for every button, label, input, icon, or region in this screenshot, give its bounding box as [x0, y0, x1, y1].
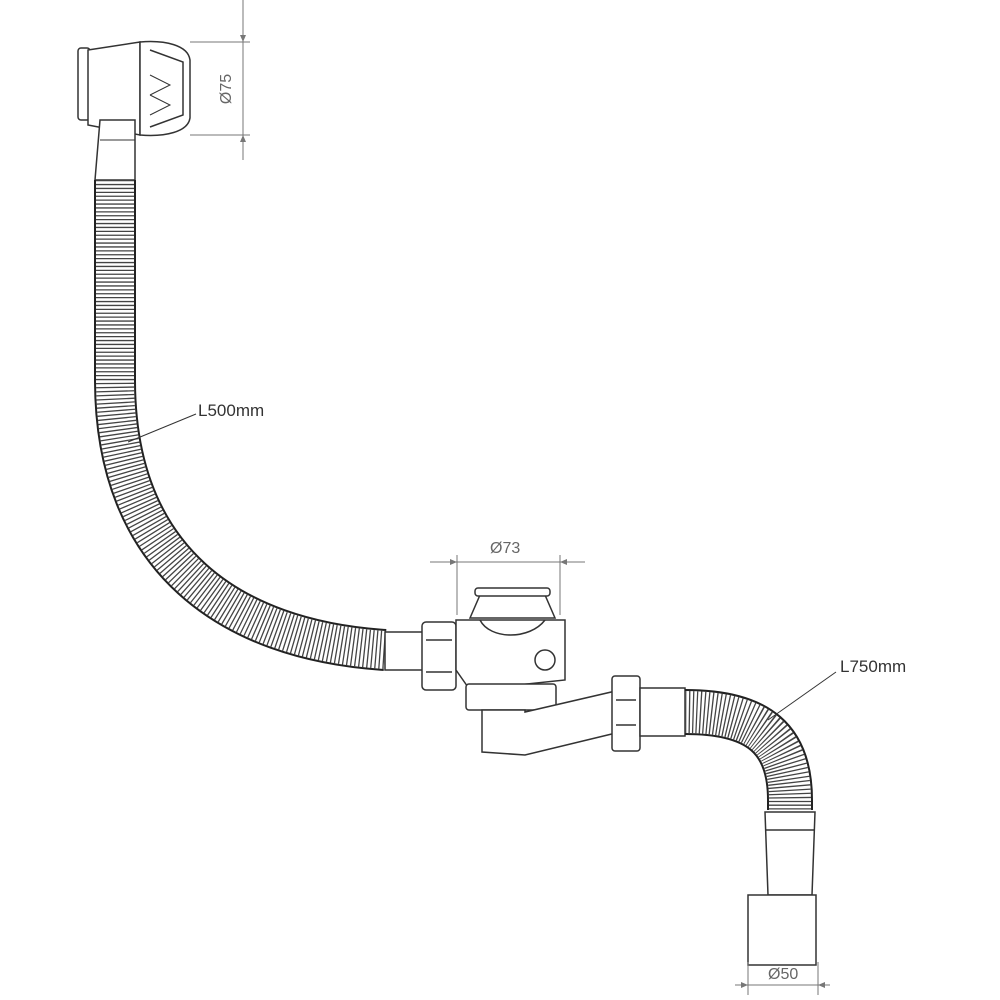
leader-hose-750	[767, 671, 837, 721]
corrugated-hose-750	[684, 689, 813, 810]
dimension-outlet-diameter	[735, 962, 830, 995]
corrugated-hose-500	[94, 180, 387, 671]
dimension-overflow-diameter	[190, 0, 250, 160]
hose-750-length-label: L750mm	[840, 657, 907, 676]
leader-hose-500	[127, 413, 197, 443]
outlet-diameter-label: Ø50	[768, 966, 799, 983]
drain-diameter-label: Ø73	[490, 540, 521, 557]
drain-body	[384, 587, 686, 756]
overflow-diameter-label: Ø75	[218, 73, 236, 105]
hose-500-length-label: L500mm	[198, 401, 265, 420]
outlet-pipe	[747, 811, 817, 966]
dimension-drain-diameter	[430, 555, 585, 615]
overflow-head	[77, 40, 191, 181]
